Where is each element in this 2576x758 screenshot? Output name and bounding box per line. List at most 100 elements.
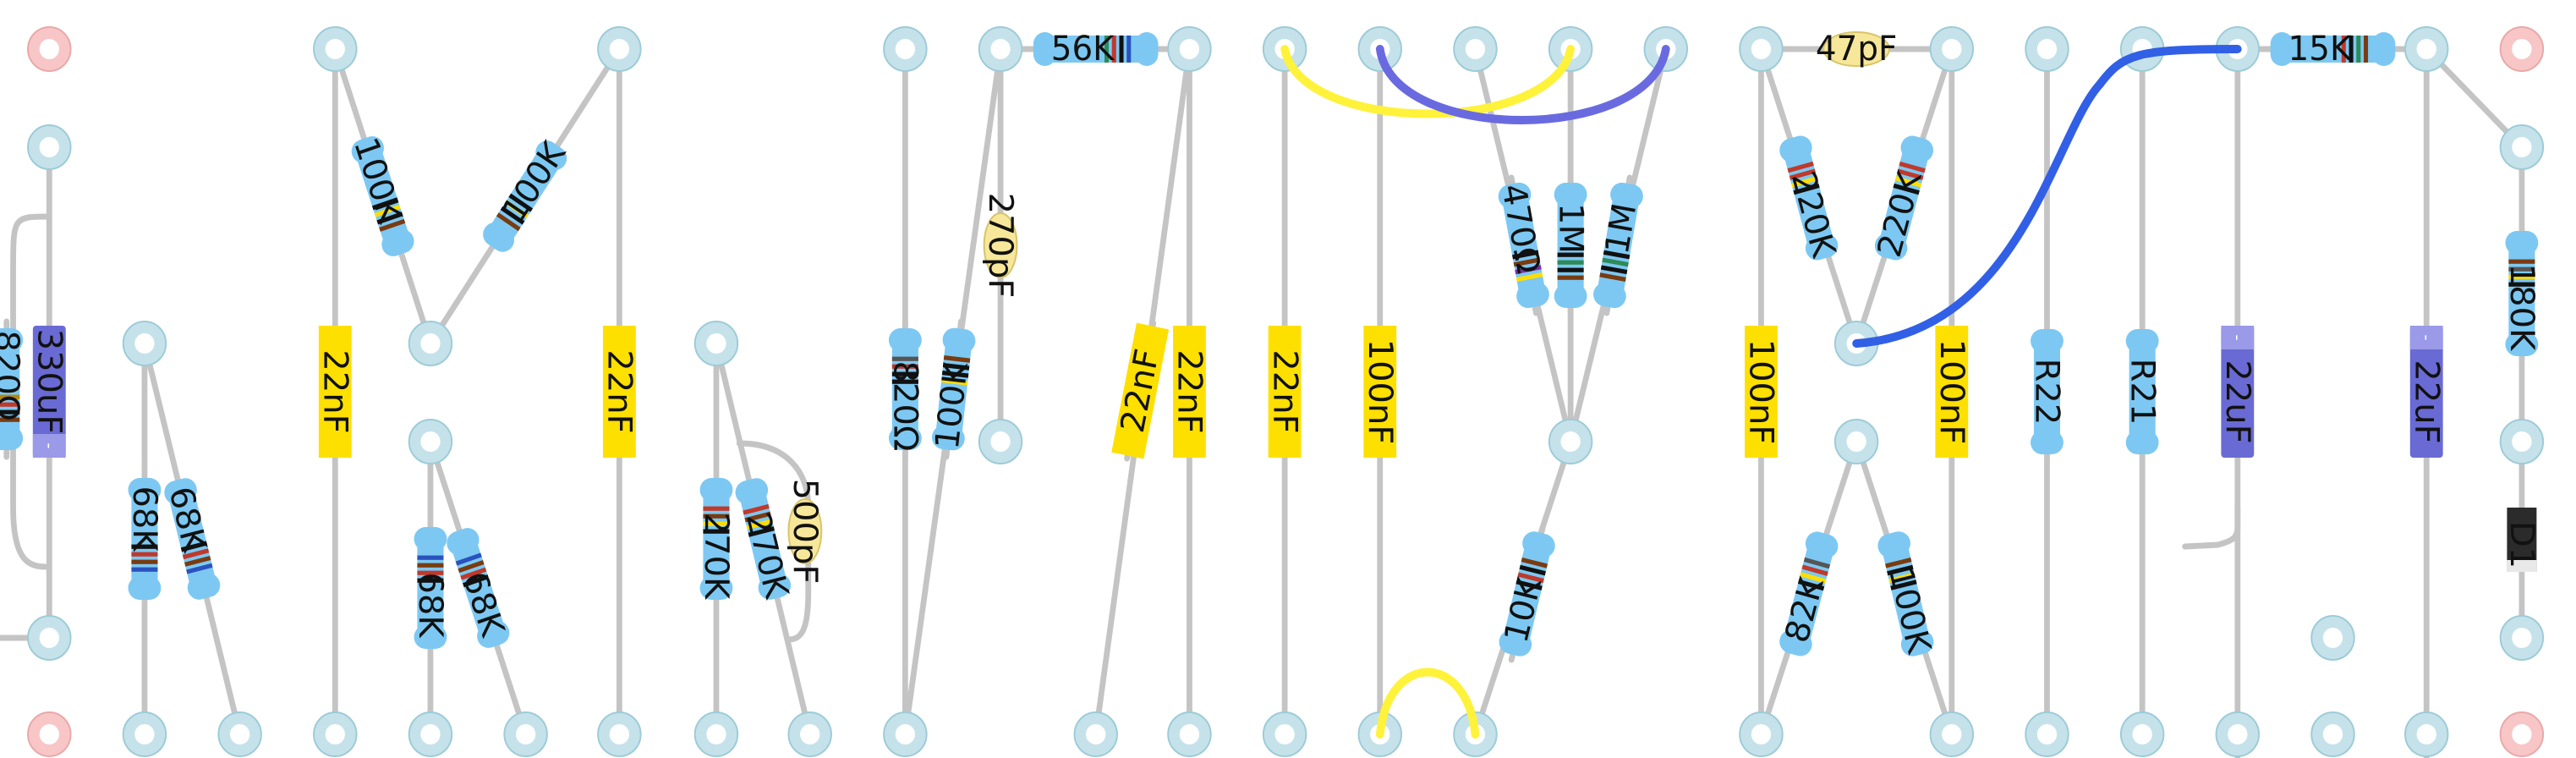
color-band [131, 544, 158, 549]
resistor-end-cap [1779, 135, 1812, 162]
color-band [2356, 36, 2361, 63]
pad-hole [1560, 431, 1581, 452]
component-lead [2182, 504, 2241, 550]
color-band [1126, 36, 1132, 63]
resistor-end-cap [0, 328, 24, 352]
resistor-100k-a: 100K [346, 133, 414, 256]
capacitor-body [2409, 326, 2443, 458]
pad-hole [1942, 39, 1962, 59]
component-label: R21 [2123, 359, 2161, 426]
color-band [941, 370, 969, 378]
resistor-end-cap [1779, 629, 1812, 656]
resistor-end-cap [1900, 629, 1934, 656]
pad-hole [1751, 724, 1772, 744]
pad-hole [134, 724, 155, 744]
component-label: 68K [455, 567, 512, 642]
color-band [1602, 257, 1629, 267]
color-band [417, 563, 444, 568]
pad-hole [2512, 628, 2532, 648]
capacitor-100nf-b: 100nF [1742, 326, 1780, 458]
resistor-end-cap [1593, 283, 1626, 309]
resistor-100k-b: 100K [483, 135, 573, 252]
color-band [184, 555, 211, 567]
capacitor-22nf-d: 22nF [1170, 326, 1209, 458]
pad-hole [895, 39, 916, 59]
color-band [131, 567, 158, 572]
component-label: 820Ω [0, 331, 25, 421]
component-label: 22nF [1265, 349, 1303, 433]
pad-hole [420, 724, 441, 744]
color-band [1599, 272, 1626, 282]
color-band [1111, 36, 1116, 63]
color-band [417, 555, 444, 560]
pad-hole [1179, 39, 1200, 59]
component-label: 180K [2502, 264, 2540, 352]
pad-hole [1751, 39, 1772, 59]
capacitor-47pf: 47pF [1816, 30, 1897, 69]
capacitor-22nf-a: 22nF [316, 326, 354, 458]
pad-hole [1465, 39, 1486, 59]
color-band [0, 417, 20, 422]
component-label: 68K [411, 572, 449, 638]
color-band [1515, 265, 1542, 275]
resistor-end-cap [2505, 231, 2539, 255]
color-band [891, 371, 918, 376]
diode-d1: D1 [2502, 508, 2541, 572]
resistor-220k-b: 220K [1870, 135, 1934, 261]
component-label: 22uF [2218, 360, 2256, 443]
pad-hole [609, 724, 630, 744]
resistor-100k-d: 100K [1877, 531, 1938, 658]
resistor-end-cap [0, 426, 24, 450]
color-band [186, 563, 213, 574]
component-label: 220K [1784, 168, 1843, 262]
resistor-r21: R21 [2123, 329, 2162, 454]
resistor-end-cap [931, 425, 965, 451]
polarity-stripe [2409, 326, 2443, 349]
color-band [2508, 274, 2535, 279]
color-band [703, 529, 730, 534]
resistor-1m-b: 1M [1593, 182, 1644, 309]
resistor-end-cap [535, 140, 567, 170]
component-label: 10K [1497, 573, 1549, 646]
pad-hole [2228, 724, 2248, 744]
color-band [460, 567, 487, 580]
resistor-820-ohm-left: 820Ω [0, 328, 25, 450]
resistor-270k-a: 270K [697, 478, 736, 600]
pad-hole [2132, 724, 2152, 744]
resistor-end-cap [699, 478, 733, 502]
jumper-wires [1280, 45, 2242, 739]
resistor-body [2129, 339, 2156, 444]
resistor-body [891, 338, 918, 440]
pad-hole [2512, 137, 2532, 157]
capacitor-500pf: 500pF [786, 479, 824, 585]
resistor-body [417, 537, 444, 639]
resistor-end-cap [2125, 431, 2159, 454]
pad-hole [2512, 431, 2532, 452]
pad-hole [2036, 724, 2058, 744]
component-label: 22uF [2408, 360, 2446, 443]
component-label: 1M [1598, 200, 1644, 257]
capacitor-body [2221, 326, 2255, 458]
color-band [1557, 275, 1584, 280]
resistor-end-cap [477, 621, 510, 648]
pad-hole [800, 724, 820, 744]
color-band [748, 526, 775, 537]
color-band [182, 548, 210, 560]
color-band [1119, 36, 1124, 63]
pad-hole [895, 724, 916, 744]
resistor-end-cap [1610, 182, 1643, 208]
resistor-end-cap [1499, 629, 1532, 656]
color-band [1890, 579, 1917, 590]
capacitor-body [1363, 326, 1397, 458]
pad-hole [609, 39, 630, 59]
pad-hole [1846, 431, 1866, 452]
pad-hole [2512, 39, 2532, 59]
resistor-end-cap [351, 136, 384, 163]
polarity-mark: - [40, 442, 59, 448]
component-lead [2423, 46, 2525, 151]
pad-hole [706, 724, 726, 744]
pad-hole [325, 724, 345, 744]
resistor-end-cap [381, 229, 414, 256]
resistor-end-cap [888, 426, 922, 450]
